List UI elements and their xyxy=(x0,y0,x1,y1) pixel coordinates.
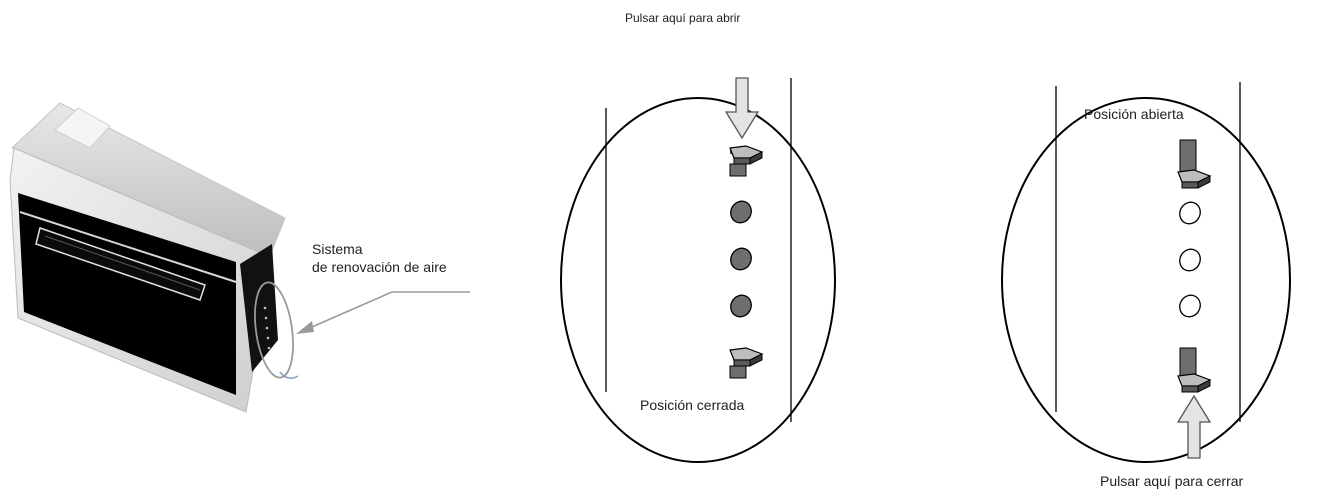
air-system-label-line2: de renovación de aire xyxy=(312,259,447,275)
air-system-highlight xyxy=(254,281,294,379)
open-detail-circle xyxy=(1001,97,1291,463)
unit-air-outlet xyxy=(35,227,206,301)
open-bottom-slider xyxy=(1177,347,1212,393)
unit-drain-hose xyxy=(279,371,299,379)
closed-hole-1 xyxy=(730,200,752,224)
closed-bottom-slider xyxy=(729,347,764,379)
press-to-open-label: Pulsar aquí para abrir xyxy=(625,11,741,25)
closed-detail-circle xyxy=(560,97,836,463)
air-conditioner-unit xyxy=(9,102,299,413)
air-system-leader xyxy=(296,291,470,334)
open-hole-3 xyxy=(1179,294,1201,318)
closed-hole-2 xyxy=(730,247,752,271)
closed-position-label: Posición cerrada xyxy=(640,397,745,413)
open-position-detail xyxy=(1001,82,1291,463)
closed-position-detail xyxy=(560,77,836,463)
arrow-up-icon xyxy=(1176,394,1212,459)
press-to-close-label: Pulsar aquí para cerrar xyxy=(1100,473,1244,489)
arrow-down-icon xyxy=(724,77,760,140)
air-system-label-line1: Sistema xyxy=(312,241,363,257)
unit-top-handle xyxy=(54,107,111,149)
closed-top-slider xyxy=(729,145,764,177)
unit-trim-line xyxy=(19,211,237,283)
unit-outlet-inner xyxy=(44,235,201,291)
open-hole-2 xyxy=(1179,248,1201,272)
closed-hole-3 xyxy=(730,294,752,318)
side-vent-slots xyxy=(263,306,271,350)
unit-side-panel xyxy=(240,244,278,372)
open-position-label: Posición abierta xyxy=(1084,106,1184,122)
open-hole-1 xyxy=(1179,201,1201,225)
open-top-slider xyxy=(1177,139,1212,189)
